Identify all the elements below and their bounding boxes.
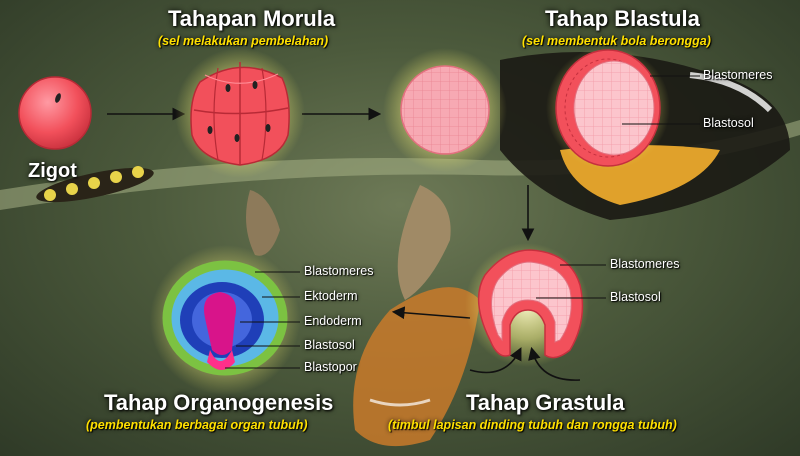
- organ-label-endoderm: Endoderm: [304, 314, 362, 328]
- morula-title: Tahapan Morula: [168, 6, 336, 31]
- morula-subtitle: (sel melakukan pembelahan): [158, 34, 329, 48]
- blastula-title: Tahap Blastula: [545, 6, 700, 31]
- butterfly-lower-image: [353, 287, 480, 447]
- gastrula-label-blastomeres: Blastomeres: [610, 257, 680, 271]
- zygote-figure: [18, 76, 92, 150]
- organogenesis-title: Tahap Organogenesis: [104, 390, 334, 415]
- blastula-label-blastosol: Blastosol: [703, 116, 754, 130]
- zigot-title: Zigot: [28, 160, 77, 182]
- gastrula-figure: [465, 243, 589, 367]
- gastrula-curved-arrow-right: [528, 346, 581, 381]
- organogenesis-subtitle: (pembentukan berbagai organ tubuh): [86, 418, 308, 432]
- gastrula-title: Tahap Grastula: [466, 390, 625, 415]
- blastula-subtitle: (sel membentuk bola berongga): [522, 34, 711, 48]
- arrow-gastrula-to-organogenesis: [391, 306, 471, 320]
- organ-label-blastopor: Blastopor: [304, 360, 357, 374]
- organ-label-blastosol: Blastosol: [304, 338, 355, 352]
- gastrula-curved-arrow-left: [469, 347, 522, 374]
- blastula-figure: [546, 46, 670, 170]
- organ-label-ektoderm: Ektoderm: [304, 289, 358, 303]
- gastrula-subtitle: (timbul lapisan dinding tubuh dan rongga…: [388, 418, 677, 432]
- chrysalis-image: [246, 185, 451, 300]
- organogenesis-figure: [150, 245, 300, 395]
- blastula-label-blastomeres: Blastomeres: [703, 68, 773, 82]
- caterpillar-image: [36, 166, 154, 203]
- gastrula-label-blastosol: Blastosol: [610, 290, 661, 304]
- organ-label-blastomeres: Blastomeres: [304, 264, 374, 278]
- morula-figure: [175, 48, 305, 178]
- early-blastula-figure: [383, 48, 507, 172]
